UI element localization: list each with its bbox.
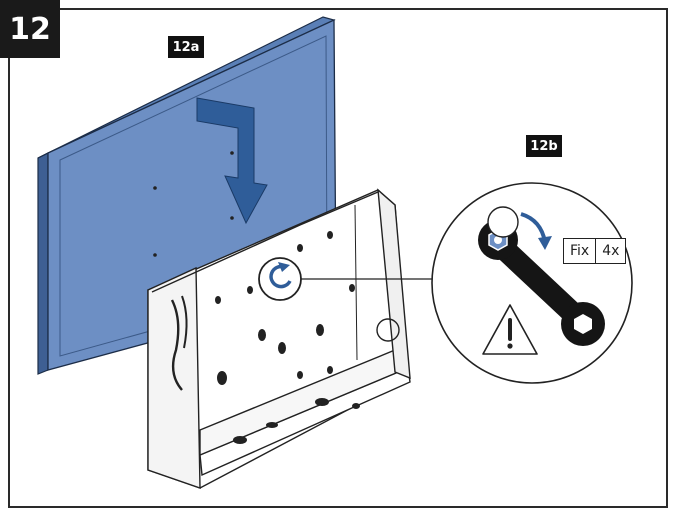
detail-circle <box>431 182 633 384</box>
step-number-badge: 12 <box>0 0 60 58</box>
fix-label: Fix <box>570 243 590 259</box>
rotate-marker-icon <box>269 264 292 289</box>
washer <box>487 206 519 238</box>
warning-icon <box>482 304 538 355</box>
wall-bracket <box>147 188 411 489</box>
bracket-holes <box>215 231 360 444</box>
arrow-down-icon <box>196 97 268 225</box>
cable-knockout <box>376 318 400 342</box>
page-frame <box>8 8 668 508</box>
quantity-label: 4x <box>595 239 625 263</box>
substep-12a-label: 12a <box>168 36 204 58</box>
fix-quantity-box: Fix 4x <box>563 238 627 264</box>
substep-12b-label: 12b <box>526 135 562 157</box>
rotate-clockwise-icon <box>520 212 552 250</box>
wrench-icon <box>478 220 605 346</box>
